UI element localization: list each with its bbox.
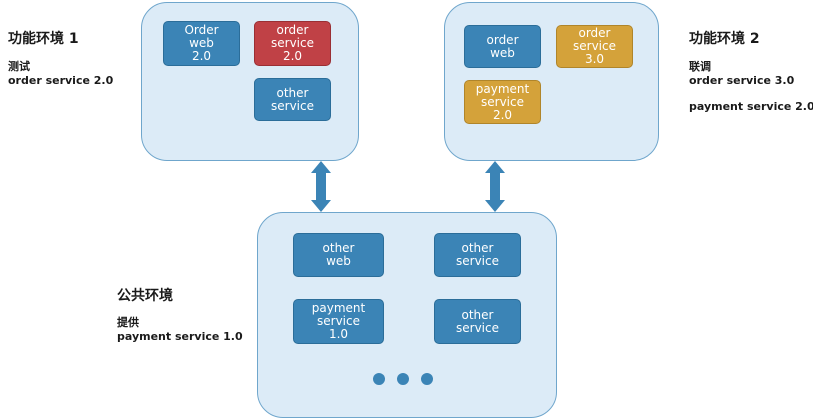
more-services-ellipsis bbox=[373, 373, 433, 385]
env2-title: 功能环境 2 bbox=[689, 31, 760, 47]
env1-other-service: other service bbox=[254, 78, 331, 121]
env2-note-line1: 联调 bbox=[689, 60, 711, 73]
ellipsis-dot bbox=[373, 373, 385, 385]
env1-note-line2: order service 2.0 bbox=[8, 74, 114, 87]
env2-note-line2: order service 3.0 bbox=[689, 74, 795, 87]
public-env-note-line2: payment service 1.0 bbox=[117, 330, 243, 343]
public-other-web: other web bbox=[293, 233, 384, 277]
env2-note-line3: payment service 2.0 bbox=[689, 100, 813, 113]
public-other-service-1: other service bbox=[434, 233, 521, 277]
env2-order-web: order web bbox=[464, 25, 541, 68]
env2-payment-service: payment service 2.0 bbox=[464, 80, 541, 124]
env2-order-service: order service 3.0 bbox=[556, 25, 633, 68]
public-env-note-line1: 提供 bbox=[117, 316, 139, 329]
env1-order-web: Order web 2.0 bbox=[163, 21, 240, 66]
ellipsis-dot bbox=[421, 373, 433, 385]
env1-title: 功能环境 1 bbox=[8, 31, 79, 47]
ellipsis-dot bbox=[397, 373, 409, 385]
public-other-service-2: other service bbox=[434, 299, 521, 344]
env1-public-arrow bbox=[311, 161, 331, 212]
env1-note-line1: 测试 bbox=[8, 60, 30, 73]
env2-public-arrow bbox=[485, 161, 505, 212]
public-env-title: 公共环境 bbox=[117, 288, 173, 304]
env1-order-service: order service 2.0 bbox=[254, 21, 331, 66]
public-payment-service: payment service 1.0 bbox=[293, 299, 384, 344]
